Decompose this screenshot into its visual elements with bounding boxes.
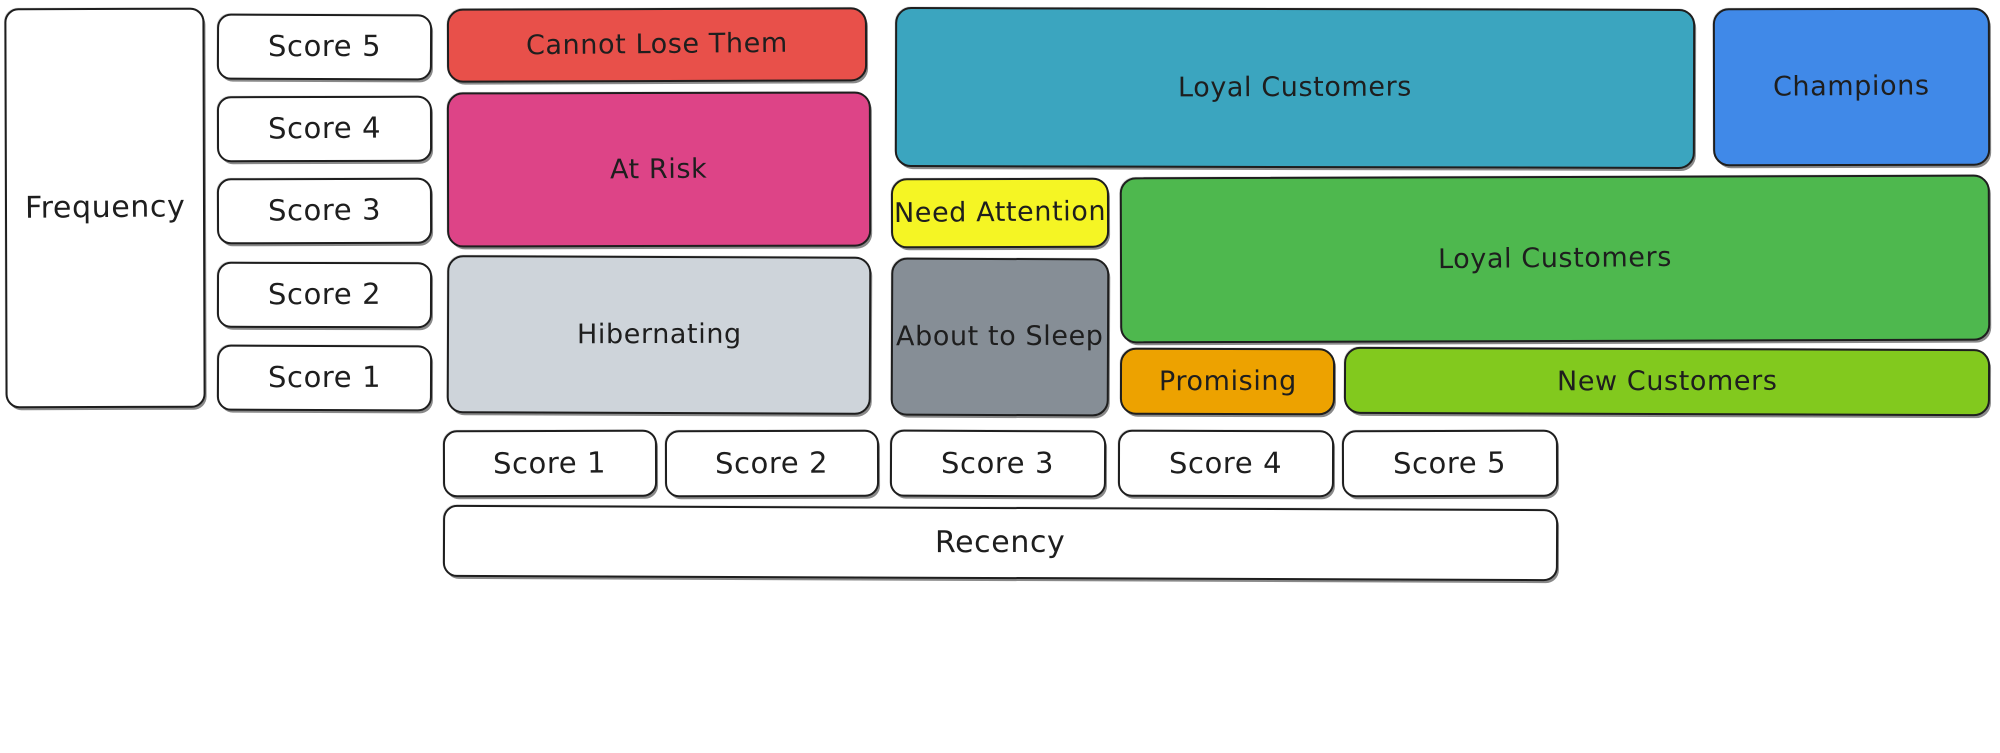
segment-loyal-customers-green-label: Loyal Customers [1437, 242, 1673, 276]
frequency-score-1-label: Score 1 [267, 360, 382, 395]
segment-cannot-lose-them-label: Cannot Lose Them [525, 28, 789, 62]
segment-loyal-customers-green[interactable]: Loyal Customers [1119, 174, 1991, 344]
recency-score-1[interactable]: Score 1 [442, 429, 658, 498]
segment-need-attention[interactable]: Need Attention [890, 177, 1110, 249]
frequency-axis-text: Frequency [24, 189, 186, 226]
segment-new-customers[interactable]: New Customers [1343, 346, 1991, 417]
recency-score-1-label: Score 1 [493, 445, 607, 481]
segment-about-to-sleep-label: About to Sleep [896, 321, 1104, 353]
segment-promising-label: Promising [1158, 365, 1297, 398]
segment-loyal-customers-teal-label: Loyal Customers [1177, 72, 1413, 104]
recency-score-2-label: Score 2 [715, 445, 829, 481]
frequency-score-2[interactable]: Score 2 [216, 261, 433, 329]
recency-score-3-label: Score 3 [941, 445, 1055, 480]
segment-new-customers-label: New Customers [1556, 365, 1778, 398]
frequency-score-2-label: Score 2 [267, 277, 382, 312]
frequency-score-3[interactable]: Score 3 [216, 177, 433, 245]
frequency-score-1[interactable]: Score 1 [216, 344, 433, 412]
recency-score-3[interactable]: Score 3 [889, 429, 1107, 498]
recency-axis-text: Recency [935, 524, 1066, 560]
recency-score-5[interactable]: Score 5 [1341, 429, 1559, 498]
recency-score-2[interactable]: Score 2 [664, 429, 880, 498]
recency-axis-label: Recency [442, 504, 1559, 582]
segment-need-attention-label: Need Attention [893, 196, 1107, 230]
segment-champions-label: Champions [1773, 70, 1930, 104]
segment-at-risk[interactable]: At Risk [446, 91, 872, 248]
frequency-axis-label: Frequency [4, 7, 206, 409]
recency-score-4-label: Score 4 [1169, 445, 1283, 481]
recency-score-4[interactable]: Score 4 [1117, 429, 1335, 498]
segment-about-to-sleep[interactable]: About to Sleep [890, 257, 1110, 417]
segment-hibernating-label: Hibernating [576, 319, 742, 351]
frequency-score-5[interactable]: Score 5 [216, 13, 433, 81]
segment-cannot-lose-them[interactable]: Cannot Lose Them [446, 7, 868, 83]
segment-champions[interactable]: Champions [1712, 7, 1991, 167]
frequency-score-4[interactable]: Score 4 [216, 95, 433, 163]
segment-promising[interactable]: Promising [1119, 347, 1336, 416]
frequency-score-4-label: Score 4 [267, 110, 382, 146]
frequency-score-5-label: Score 5 [267, 29, 382, 64]
segment-hibernating[interactable]: Hibernating [446, 255, 872, 415]
frequency-score-3-label: Score 3 [267, 192, 382, 228]
segment-at-risk-label: At Risk [610, 153, 708, 186]
segment-loyal-customers-teal[interactable]: Loyal Customers [894, 7, 1696, 169]
recency-score-5-label: Score 5 [1393, 445, 1507, 481]
